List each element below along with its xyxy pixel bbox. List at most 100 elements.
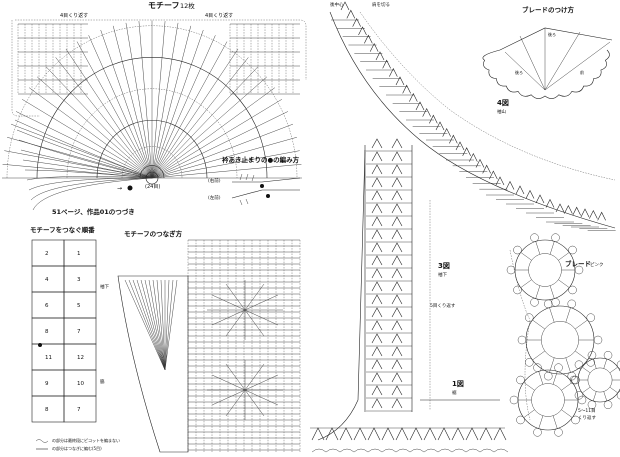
braid-scallop bbox=[593, 335, 603, 345]
motif-join-title: モチーフのつなぎ方 bbox=[124, 229, 183, 238]
fan-stitch bbox=[375, 51, 385, 61]
braid-spoke bbox=[609, 386, 618, 394]
vertical-hem-curve bbox=[317, 149, 366, 441]
fig1-label: 1図 bbox=[452, 379, 464, 388]
motif-wedge-line bbox=[30, 177, 153, 201]
motif-wedge-line bbox=[22, 159, 153, 179]
legend-line-2: の部分はつなぎに編む(5目) bbox=[52, 445, 102, 451]
motif-ray bbox=[10, 123, 153, 179]
bottom-fan-stitch bbox=[423, 427, 437, 441]
bottom-picot bbox=[395, 448, 411, 453]
braid-spoke bbox=[535, 241, 541, 255]
fan-stitch bbox=[364, 34, 373, 44]
motif-join-section: モチーフのつなぎ方 bbox=[117, 229, 301, 453]
vertical-fan-stitch bbox=[371, 346, 403, 357]
shoulder-label: 肩を切る bbox=[372, 1, 390, 8]
motif-wedge-line bbox=[16, 129, 153, 179]
bottom-stitch-strip bbox=[310, 399, 509, 453]
fig4-strip: 4図 袖山 bbox=[329, 1, 616, 231]
join-star-ray bbox=[244, 389, 265, 417]
fig3-label: 3図 bbox=[438, 261, 450, 270]
motif-count: 12枚 bbox=[180, 1, 195, 10]
ring-count-note: (24目) bbox=[145, 184, 160, 190]
motif-ray bbox=[151, 111, 289, 179]
motif-ray bbox=[55, 57, 153, 179]
join-star-ray bbox=[211, 294, 246, 311]
braid-scallop bbox=[577, 395, 587, 405]
join-star-ray bbox=[244, 309, 279, 326]
motif-ring bbox=[66, 88, 238, 179]
fan-stitch bbox=[402, 84, 411, 94]
bottom-fan-stitch bbox=[465, 427, 479, 441]
strip-upper-edge bbox=[359, 11, 616, 181]
fan-stitch bbox=[475, 158, 485, 168]
braid-spoke bbox=[532, 319, 546, 330]
braid-scallop bbox=[509, 395, 519, 405]
motif-ray bbox=[151, 48, 239, 179]
fig4-sublabel: 袖山 bbox=[497, 108, 506, 115]
join-wedge-ray bbox=[136, 279, 166, 371]
motif-wedge-line bbox=[20, 149, 153, 179]
braid-spoke bbox=[523, 382, 535, 391]
vertical-fan-stitch bbox=[371, 229, 403, 240]
bottom-fan-stitch bbox=[381, 427, 395, 441]
fan-stitch bbox=[545, 198, 555, 208]
collar-dot-icon-2 bbox=[266, 194, 270, 198]
motif-bracket bbox=[11, 20, 40, 117]
braid-scallop bbox=[574, 360, 584, 369]
braid-inner-ring bbox=[541, 321, 579, 359]
bottom-fan-stitch bbox=[339, 427, 353, 441]
braid-spoke bbox=[538, 371, 544, 385]
fan-right-note: 前 bbox=[580, 69, 584, 75]
fan-stitch bbox=[395, 76, 405, 86]
vertical-fan-stitch bbox=[371, 372, 403, 383]
braid-spoke bbox=[558, 252, 570, 261]
collar-stitches bbox=[239, 173, 255, 206]
vertical-fan-stitch bbox=[371, 294, 403, 305]
braid-spoke bbox=[520, 279, 532, 288]
fan-stitch bbox=[422, 107, 431, 117]
braid-spoke bbox=[574, 319, 588, 330]
join-wedge-ray bbox=[164, 279, 170, 371]
join-star-ray bbox=[244, 294, 279, 311]
diagonal-stitch-strip bbox=[329, 1, 616, 231]
order-cell-number: 8 bbox=[45, 407, 49, 413]
bottom-picot bbox=[353, 448, 369, 453]
fan-stitch bbox=[505, 180, 515, 190]
braid-spoke bbox=[565, 357, 571, 373]
repeat-range-note-2: くり返す bbox=[578, 414, 596, 421]
motif-ray bbox=[151, 150, 300, 179]
motif-ray bbox=[138, 21, 153, 179]
motif-ray bbox=[151, 66, 259, 179]
braid-spoke bbox=[532, 350, 546, 361]
fan-stitch bbox=[369, 42, 379, 52]
motif-wedge-line bbox=[24, 169, 153, 179]
motif-ray bbox=[151, 137, 297, 179]
bottom-picot bbox=[437, 448, 453, 453]
legend-wave-icon bbox=[35, 439, 49, 443]
join-wedge-ray bbox=[156, 279, 166, 371]
motif-wedge-line bbox=[14, 119, 153, 179]
braid-scallop bbox=[533, 428, 542, 437]
order-cell bbox=[63, 395, 97, 423]
join-wedge-ray bbox=[164, 279, 174, 371]
motif-ray bbox=[151, 57, 249, 179]
fan-ribs bbox=[504, 28, 611, 91]
join-wedge-ray bbox=[144, 279, 166, 371]
vertical-fan-stitch bbox=[371, 190, 403, 201]
order-cell-number: 4 bbox=[45, 277, 49, 283]
bottom-fan-stitch bbox=[493, 427, 507, 441]
bottom-fan-stitch bbox=[479, 427, 493, 441]
braid-color: ピンク bbox=[590, 262, 604, 268]
braid-scallop bbox=[603, 400, 613, 409]
join-star-ray bbox=[244, 389, 279, 406]
fan-stitch bbox=[515, 185, 525, 195]
fan-stitch bbox=[382, 59, 391, 69]
braid-scallop bbox=[554, 428, 563, 437]
motif-ray bbox=[28, 87, 153, 179]
vertical-fan-stitch bbox=[371, 268, 403, 279]
braid-spoke bbox=[523, 409, 535, 418]
braid-scallop bbox=[568, 245, 577, 255]
